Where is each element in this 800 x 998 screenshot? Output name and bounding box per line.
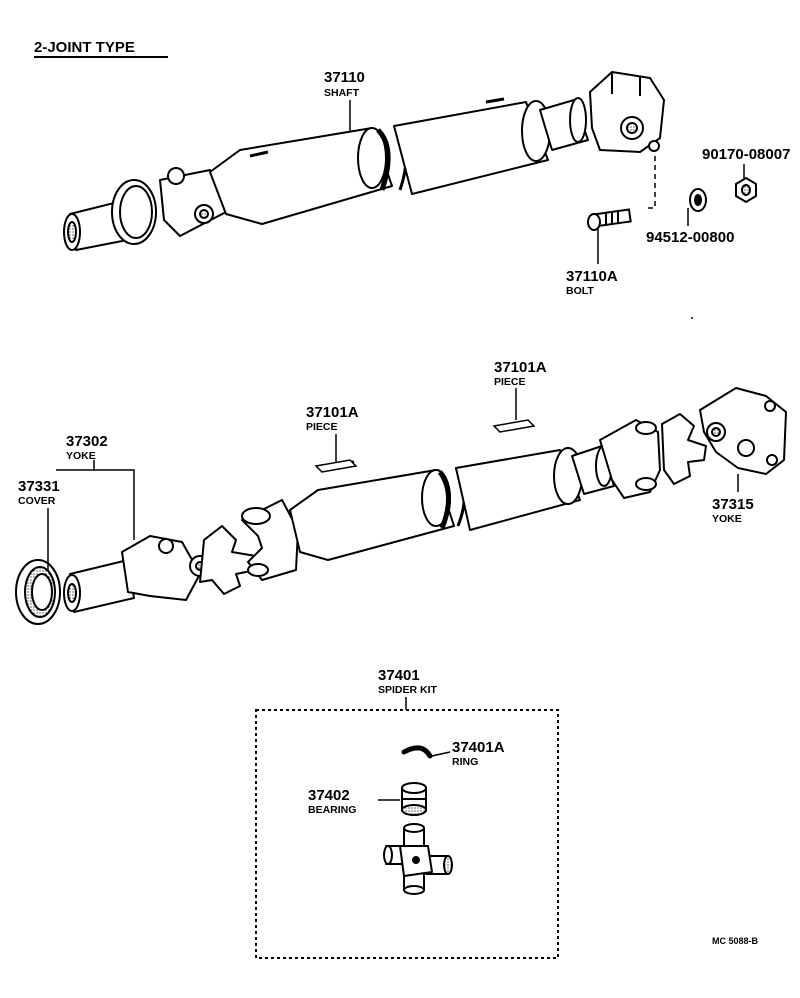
middle-leader-lines	[47, 388, 739, 570]
speck	[691, 317, 693, 319]
part-name-bolt: BOLT	[566, 285, 594, 297]
part-number-37110: 37110	[324, 69, 365, 86]
diagram-title: 2-JOINT TYPE	[34, 39, 135, 56]
universal-joint-spider-icon	[383, 823, 453, 895]
part-number-90170: 90170-08007	[702, 146, 790, 163]
part-number-37315: 37315	[712, 496, 754, 513]
part-number-37331: 37331	[18, 478, 60, 495]
washer-icon	[689, 188, 707, 212]
part-number-37101a-1: 37101A	[306, 404, 359, 421]
spider-kit-box	[255, 709, 559, 959]
part-name-yoke-37302: YOKE	[66, 450, 96, 462]
part-number-37101a-2: 37101A	[494, 359, 547, 376]
part-number-37302: 37302	[66, 433, 108, 450]
part-name-spider-kit: SPIDER KIT	[378, 684, 438, 696]
part-name-cover: COVER	[18, 495, 56, 507]
diagram-code: MC 5088-B	[712, 936, 759, 946]
part-number-37402: 37402	[308, 787, 350, 804]
part-number-94512: 94512-00800	[646, 229, 734, 246]
balance-piece-icon	[492, 419, 536, 433]
part-number-37110a: 37110A	[566, 268, 618, 285]
nut-icon	[735, 176, 757, 204]
propeller-shaft-exploded	[15, 387, 787, 625]
part-name-bearing: BEARING	[308, 804, 356, 816]
part-name-shaft: SHAFT	[324, 87, 360, 99]
balance-piece-icon	[314, 459, 358, 473]
upper-leader-lines	[349, 100, 745, 264]
bolt-alignment-line	[646, 156, 656, 209]
part-name-yoke-37315: YOKE	[712, 513, 742, 525]
part-name-piece-1: PIECE	[306, 421, 338, 433]
part-name-piece-2: PIECE	[494, 376, 526, 388]
propeller-shaft-upper	[63, 71, 665, 251]
snap-ring-icon	[401, 745, 433, 759]
bolt-icon	[587, 208, 632, 231]
needle-bearing-icon	[401, 782, 427, 816]
part-name-ring: RING	[452, 756, 478, 768]
ring-leader	[431, 751, 451, 757]
part-number-37401: 37401	[378, 667, 420, 684]
part-number-37401a: 37401A	[452, 739, 505, 756]
